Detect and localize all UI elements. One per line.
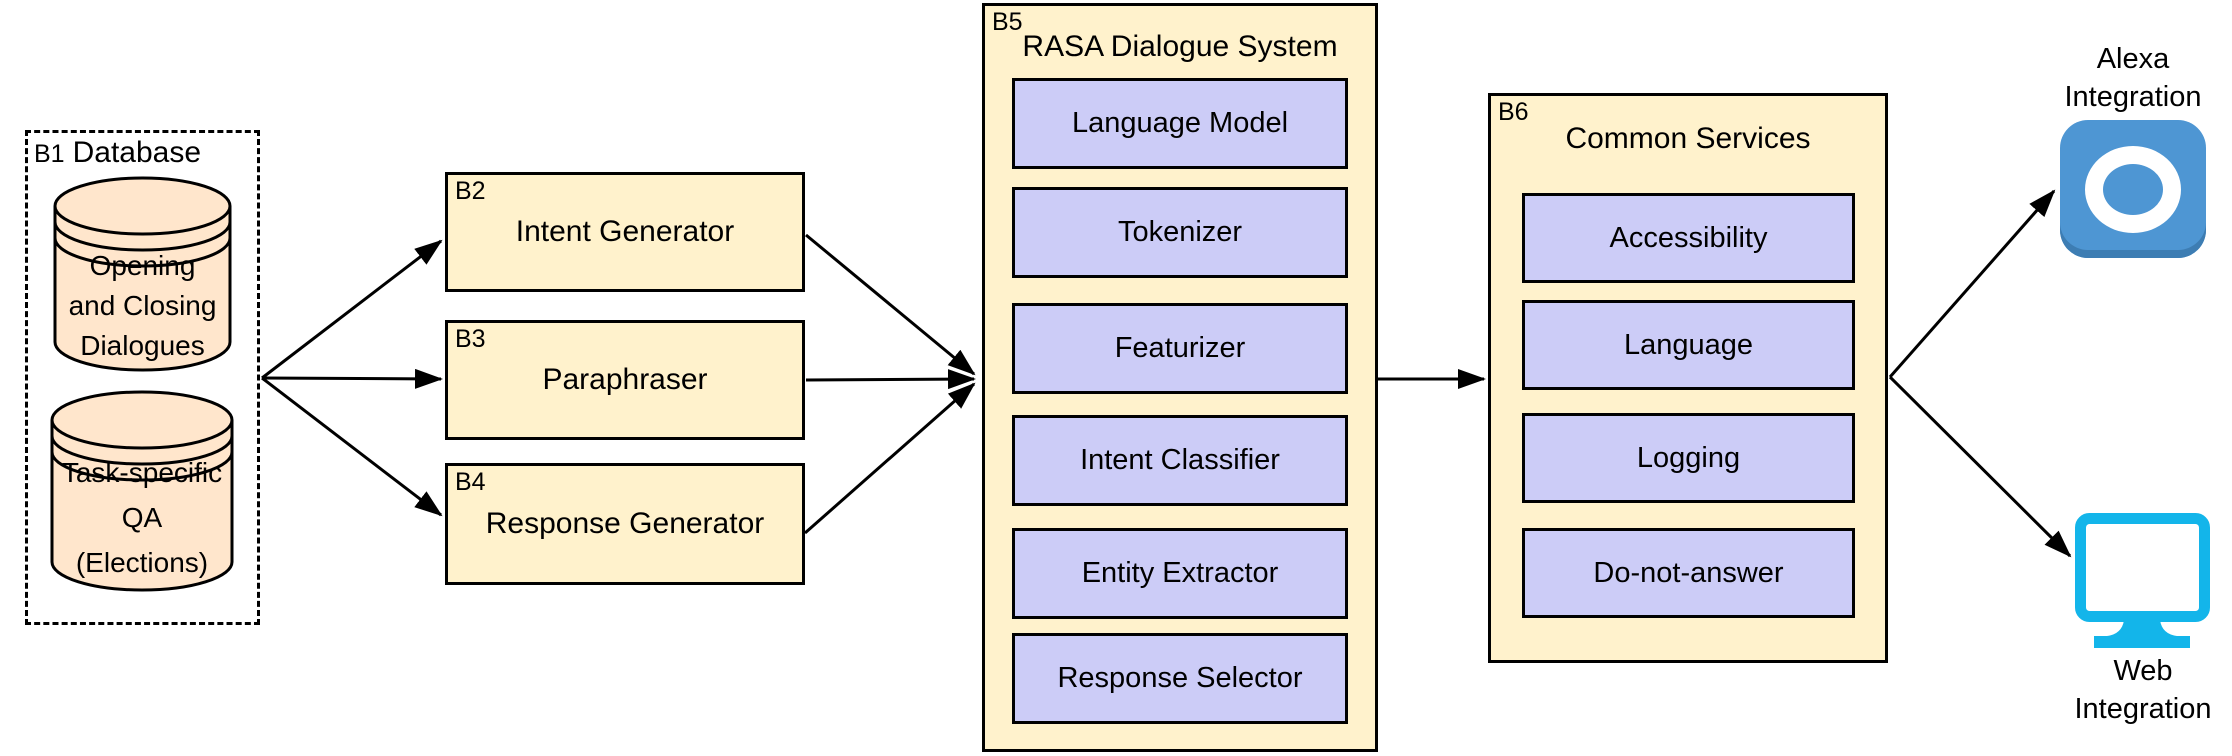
web-label-line: Web (2113, 655, 2173, 687)
b3-id-label: B3 (455, 325, 486, 353)
b5-rasa-dialogue-system-panel: B5 RASA Dialogue System Language Model T… (982, 3, 1378, 752)
cylinder-opening-closing-label: Opening and Closing Dialogues (55, 246, 230, 366)
b1-database-group: B1 Database (25, 130, 260, 625)
b3-label: Paraphraser (542, 363, 708, 396)
arrow-intent-generator-to-rasa (805, 233, 976, 376)
cylinder-label-line: and Closing (68, 290, 217, 321)
b5-title: RASA Dialogue System (1022, 30, 1338, 63)
rasa-component-entity-extractor: Entity Extractor (1012, 528, 1348, 619)
b6-id-label: B6 (1498, 98, 1529, 126)
b6-common-services-panel: B6 Common Services Accessibility Languag… (1488, 93, 1888, 663)
arrow-paraphraser-to-rasa (805, 369, 976, 390)
rasa-component-tokenizer: Tokenizer (1012, 187, 1348, 278)
alexa-icon (2060, 120, 2206, 258)
arrow-database-to-paraphraser (261, 368, 443, 389)
arrow-common-services-to-web (1888, 375, 2072, 558)
arrows (261, 189, 2072, 558)
database-cylinder-opening-closing-icon (53, 176, 232, 372)
alexa-label-line: Integration (2064, 81, 2202, 113)
service-logging: Logging (1522, 413, 1855, 503)
arrow-common-services-to-alexa (1888, 189, 2056, 378)
b1-id-label: B1 (34, 140, 65, 168)
rasa-component-featurizer: Featurizer (1012, 303, 1348, 394)
cylinder-label-line: Task-specific (61, 457, 223, 488)
arrow-database-to-intent-generator (261, 239, 443, 380)
alexa-integration-label: Alexa Integration (2033, 40, 2232, 116)
service-language: Language (1522, 300, 1855, 390)
alexa-label-line: Alexa (2096, 43, 2170, 75)
rasa-component-response-selector: Response Selector (1012, 633, 1348, 724)
alexa-ring-icon (2085, 145, 2181, 233)
rasa-component-language-model: Language Model (1012, 78, 1348, 169)
cylinder-label-line: QA (121, 502, 163, 533)
cylinder-label-line: (Elections) (75, 547, 209, 578)
b2-label: Intent Generator (515, 215, 735, 248)
arrow-database-to-response-generator (261, 376, 443, 517)
b1-database-header: B1 Database (34, 136, 201, 170)
web-integration-label: Web Integration (2043, 652, 2232, 728)
b1-title: Database (72, 136, 202, 169)
cylinder-task-specific-qa-label: Task-specific QA (Elections) (52, 450, 232, 585)
b3-paraphraser-box: B3 Paraphraser (445, 320, 805, 440)
web-monitor-icon (2075, 513, 2210, 648)
cylinder-label-line: Dialogues (80, 330, 205, 361)
b2-id-label: B2 (455, 177, 486, 205)
service-accessibility: Accessibility (1522, 193, 1855, 283)
b4-response-generator-box: B4 Response Generator (445, 463, 805, 585)
database-cylinder-task-specific-qa-icon (50, 390, 234, 592)
b5-id-label: B5 (992, 8, 1023, 36)
service-do-not-answer: Do-not-answer (1522, 528, 1855, 618)
b4-label: Response Generator (485, 507, 765, 540)
cylinder-label-line: Opening (89, 250, 196, 281)
arrow-response-generator-to-rasa (804, 382, 976, 535)
b4-id-label: B4 (455, 468, 486, 496)
b2-intent-generator-box: B2 Intent Generator (445, 172, 805, 292)
rasa-component-intent-classifier: Intent Classifier (1012, 415, 1348, 506)
web-label-line: Integration (2074, 693, 2212, 725)
b6-title: Common Services (1565, 122, 1811, 155)
